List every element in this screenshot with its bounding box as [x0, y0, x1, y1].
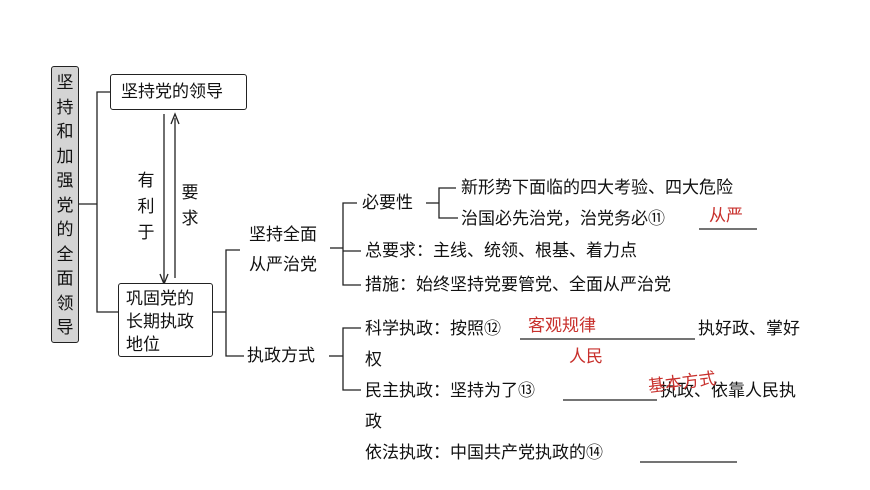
democracy-line-1-suffix: 执政、依靠人民执 — [660, 381, 796, 401]
root-topic-char: 强 — [56, 171, 74, 191]
law-line: 依法执政：中国共产党执政的⑭ — [365, 443, 603, 463]
root-topic-char: 党 — [56, 195, 74, 216]
link-benefit-char: 利 — [137, 197, 155, 217]
consolidate-line-3: 地位 — [126, 335, 160, 355]
root-topic-char: 坚 — [56, 73, 74, 93]
root-topic-char: 加 — [56, 146, 74, 167]
strict-title-2: 从严治党 — [249, 255, 317, 275]
consolidate-node: 巩固党的 长期执政 地位 — [118, 283, 213, 357]
democracy-line-2: 政 — [365, 412, 382, 432]
root-topic-char: 持 — [56, 97, 74, 118]
consolidate-line-1: 巩固党的 — [126, 289, 194, 309]
link-requirement-char: 求 — [181, 209, 199, 229]
strict-title-1: 坚持全面 — [249, 225, 317, 245]
link-benefit-char: 于 — [137, 223, 155, 243]
necessity-label: 必要性 — [362, 193, 413, 213]
lead-node-label: 坚持党的领导 — [121, 82, 223, 102]
measures: 措施：始终坚持党要管党、全面从严治党 — [365, 275, 671, 295]
general-requirement: 总要求：主线、统领、根基、着力点 — [365, 241, 637, 261]
root-topic-char: 导 — [56, 318, 74, 338]
necessity-item-2: 治国必先治党，治党务必⑪ — [461, 209, 665, 229]
answer-13: 人民 — [569, 347, 603, 367]
link-benefit-label: 有利于 — [136, 168, 156, 246]
necessity-item-1: 新形势下面临的四大考验、四大危险 — [461, 178, 733, 198]
science-line-1-suffix: 执好政、掌好 — [698, 319, 800, 339]
science-line-1-prefix: 科学执政：按照⑫ — [365, 319, 501, 339]
democracy-line-1-prefix: 民主执政：坚持为了⑬ — [365, 381, 535, 401]
science-line-2: 权 — [365, 350, 382, 370]
lead-node: 坚持党的领导 — [110, 74, 247, 110]
answer-12: 客观规律 — [528, 316, 596, 336]
root-topic-char: 面 — [56, 269, 74, 289]
root-topic-box: 坚持和加强党的全面领导 — [51, 66, 79, 343]
root-topic-char: 和 — [56, 122, 74, 142]
link-requirement-label: 要求 — [180, 180, 200, 232]
answer-11: 从严 — [709, 206, 743, 226]
root-topic-char: 领 — [56, 293, 74, 314]
link-benefit-char: 有 — [137, 171, 155, 191]
link-requirement-char: 要 — [181, 183, 199, 203]
consolidate-line-2: 长期执政 — [126, 312, 194, 332]
root-topic-char: 全 — [56, 244, 74, 265]
root-topic-char: 的 — [56, 220, 74, 240]
governance-title: 执政方式 — [247, 346, 315, 366]
